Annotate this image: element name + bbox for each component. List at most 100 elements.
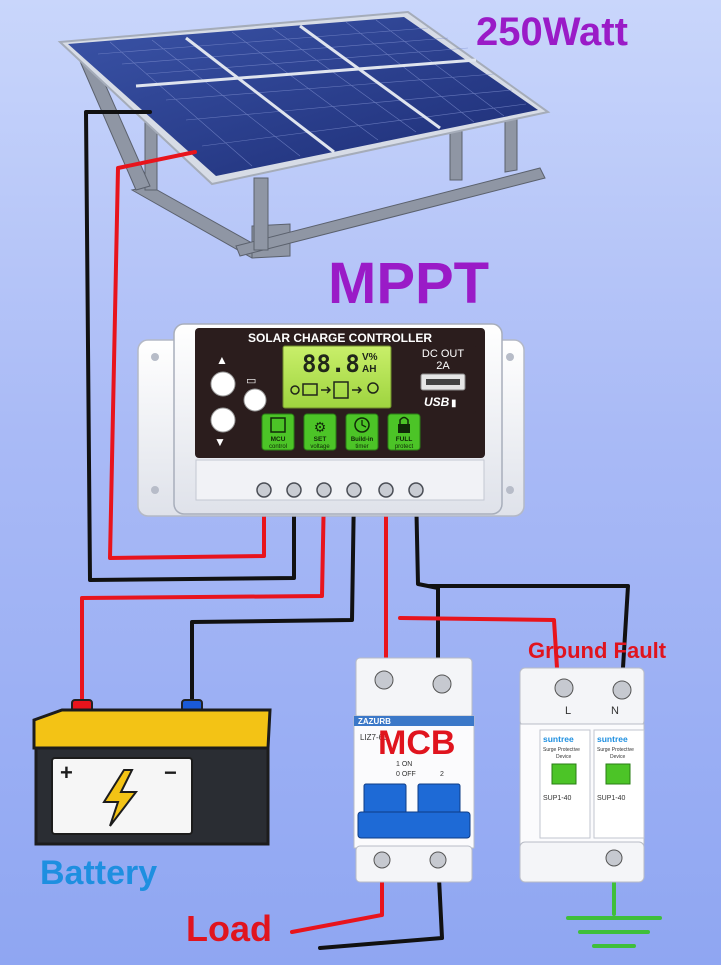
mcb-bottom-housing xyxy=(355,845,473,883)
terminal-block xyxy=(195,459,485,501)
spd-subtitle-right-1: Surge Protective xyxy=(597,747,634,753)
badge-protect-line2: protect xyxy=(395,444,414,450)
battery-small-icon: ▭ xyxy=(246,375,256,387)
mcb-screw-top-left[interactable] xyxy=(374,670,394,690)
terminal-load-positive[interactable] xyxy=(378,482,394,498)
battery-lid xyxy=(32,708,272,750)
wire-pv-negative xyxy=(84,110,296,582)
lcd-status-icons xyxy=(290,381,379,399)
spd-brand-left: suntree xyxy=(543,734,574,744)
surge-protector: L N suntree Surge Protective Device SUP1… xyxy=(519,667,645,883)
panel-module-seams xyxy=(135,24,477,154)
badge-mcu-line1: MCU xyxy=(271,436,286,443)
terminal-pv-negative[interactable] xyxy=(286,482,302,498)
lcd-units-bottom: AH xyxy=(362,364,376,375)
terminal-screws xyxy=(256,482,424,498)
wire-load-out-black xyxy=(318,856,444,950)
arrow-right-icon xyxy=(321,386,332,394)
terminal-bat-negative[interactable] xyxy=(346,482,362,498)
lock-icon xyxy=(398,424,410,433)
mount-hole-icon xyxy=(506,353,514,361)
wire-pv-positive xyxy=(108,150,266,560)
surge-label: Ground Fault xyxy=(528,638,667,663)
mcb-screw-bottom-right[interactable] xyxy=(429,851,447,869)
wire-spd-n xyxy=(428,584,630,686)
badge-protect-line1: FULL xyxy=(396,436,413,443)
badge-set-line2: voltage xyxy=(310,444,330,450)
terminal-strip xyxy=(195,459,485,501)
menu-buttons: ▲ ▭ ▼ xyxy=(210,353,267,449)
solar-panel xyxy=(57,10,551,259)
mcb-toggle-right[interactable] xyxy=(417,783,461,815)
feature-badges: MCU control SET voltage ⚙ Build-in timer… xyxy=(261,413,421,451)
menu-button-bottom[interactable] xyxy=(210,407,236,433)
spd-window-left xyxy=(551,763,577,785)
battery-label-text: Battery xyxy=(40,854,158,892)
charge-controller: SOLAR CHARGE CONTROLLER 88.8 V% AH DC OU… xyxy=(137,323,525,517)
mount-hole-icon xyxy=(151,353,159,361)
menu-button-side[interactable] xyxy=(243,388,267,412)
mcb-on-text: 1 ON xyxy=(396,761,412,768)
load-label: Load xyxy=(186,908,272,949)
spd-module-right: suntree Surge Protective Device SUP1-40 xyxy=(593,729,645,839)
up-triangle-icon: ▲ xyxy=(216,353,228,367)
spd-model-right: SUP1-40 xyxy=(597,795,626,802)
lock-shackle-icon xyxy=(399,416,409,424)
panel-stand xyxy=(75,49,546,259)
mcb-top-housing xyxy=(355,657,473,719)
clock-hands-icon xyxy=(361,420,367,428)
battery-minus-sign: − xyxy=(164,760,177,785)
mcb-screw-bottom-left[interactable] xyxy=(373,851,391,869)
terminal-pv-positive[interactable] xyxy=(256,482,272,498)
badge-timer-line2: timer xyxy=(355,444,368,450)
spd-subtitle-right-2: Device xyxy=(610,754,626,760)
breaker-label: MCB xyxy=(378,724,456,762)
terminal-bat-positive[interactable] xyxy=(316,482,332,498)
mcb-breaker: ZAZURB LIZ7-63 1 ON 0 OFF 2 xyxy=(353,657,475,883)
controller-title: SOLAR CHARGE CONTROLLER xyxy=(248,331,432,345)
gear-icon: ⚙ xyxy=(314,419,327,435)
panel-cell-grid xyxy=(97,19,527,167)
battery: + − xyxy=(32,699,272,846)
usb-port-slot xyxy=(426,379,460,385)
clock-icon xyxy=(354,417,370,433)
bulb-icon xyxy=(367,382,379,394)
wire-spd-l xyxy=(398,616,560,686)
spd-model-left: SUP1-40 xyxy=(543,795,572,802)
spd-screw-l[interactable] xyxy=(554,678,574,698)
controller-type-label: MPPT xyxy=(328,251,490,316)
mcb-screw-top-right[interactable] xyxy=(432,674,452,694)
spd-brand-right: suntree xyxy=(597,734,628,744)
spd-window-right xyxy=(605,763,631,785)
lightning-icon xyxy=(102,769,139,827)
sun-icon xyxy=(290,385,300,395)
menu-button-top[interactable] xyxy=(210,371,236,397)
lcd-screen xyxy=(282,345,392,409)
mount-hole-icon xyxy=(151,486,159,494)
spd-terminal-l: L xyxy=(565,705,571,717)
dc-out-label: DC OUT xyxy=(422,348,464,360)
mcb-toggle-bar[interactable] xyxy=(357,811,471,839)
spd-subtitle-left-2: Device xyxy=(556,754,572,760)
mcb-brand: ZAZURB xyxy=(358,717,391,726)
badge-set-line1: SET xyxy=(314,436,327,443)
terminal-load-negative[interactable] xyxy=(408,482,424,498)
wire-battery-negative xyxy=(190,488,356,708)
spd-ground-screw[interactable] xyxy=(605,849,623,867)
lcd-digits: 88.8 xyxy=(302,350,360,378)
mcb-off-text: 0 OFF xyxy=(396,771,416,778)
ground-symbol-icon xyxy=(566,916,662,948)
spd-terminal-n: N xyxy=(611,705,619,717)
badge-timer-line1: Build-in xyxy=(351,437,374,443)
down-triangle-icon: ▼ xyxy=(214,435,226,449)
panel-cells xyxy=(68,17,538,176)
spd-screw-n[interactable] xyxy=(612,680,632,700)
panel-power-label: 250Watt xyxy=(476,10,628,54)
mcb-model: LIZ7-63 xyxy=(360,733,388,742)
mcb-toggle-left[interactable] xyxy=(363,783,407,815)
spd-module-left: suntree Surge Protective Device SUP1-40 xyxy=(539,729,591,839)
dc-out-amps: 2A xyxy=(436,360,450,372)
battery-plus-sign: + xyxy=(60,760,73,785)
badge-set xyxy=(303,413,337,451)
